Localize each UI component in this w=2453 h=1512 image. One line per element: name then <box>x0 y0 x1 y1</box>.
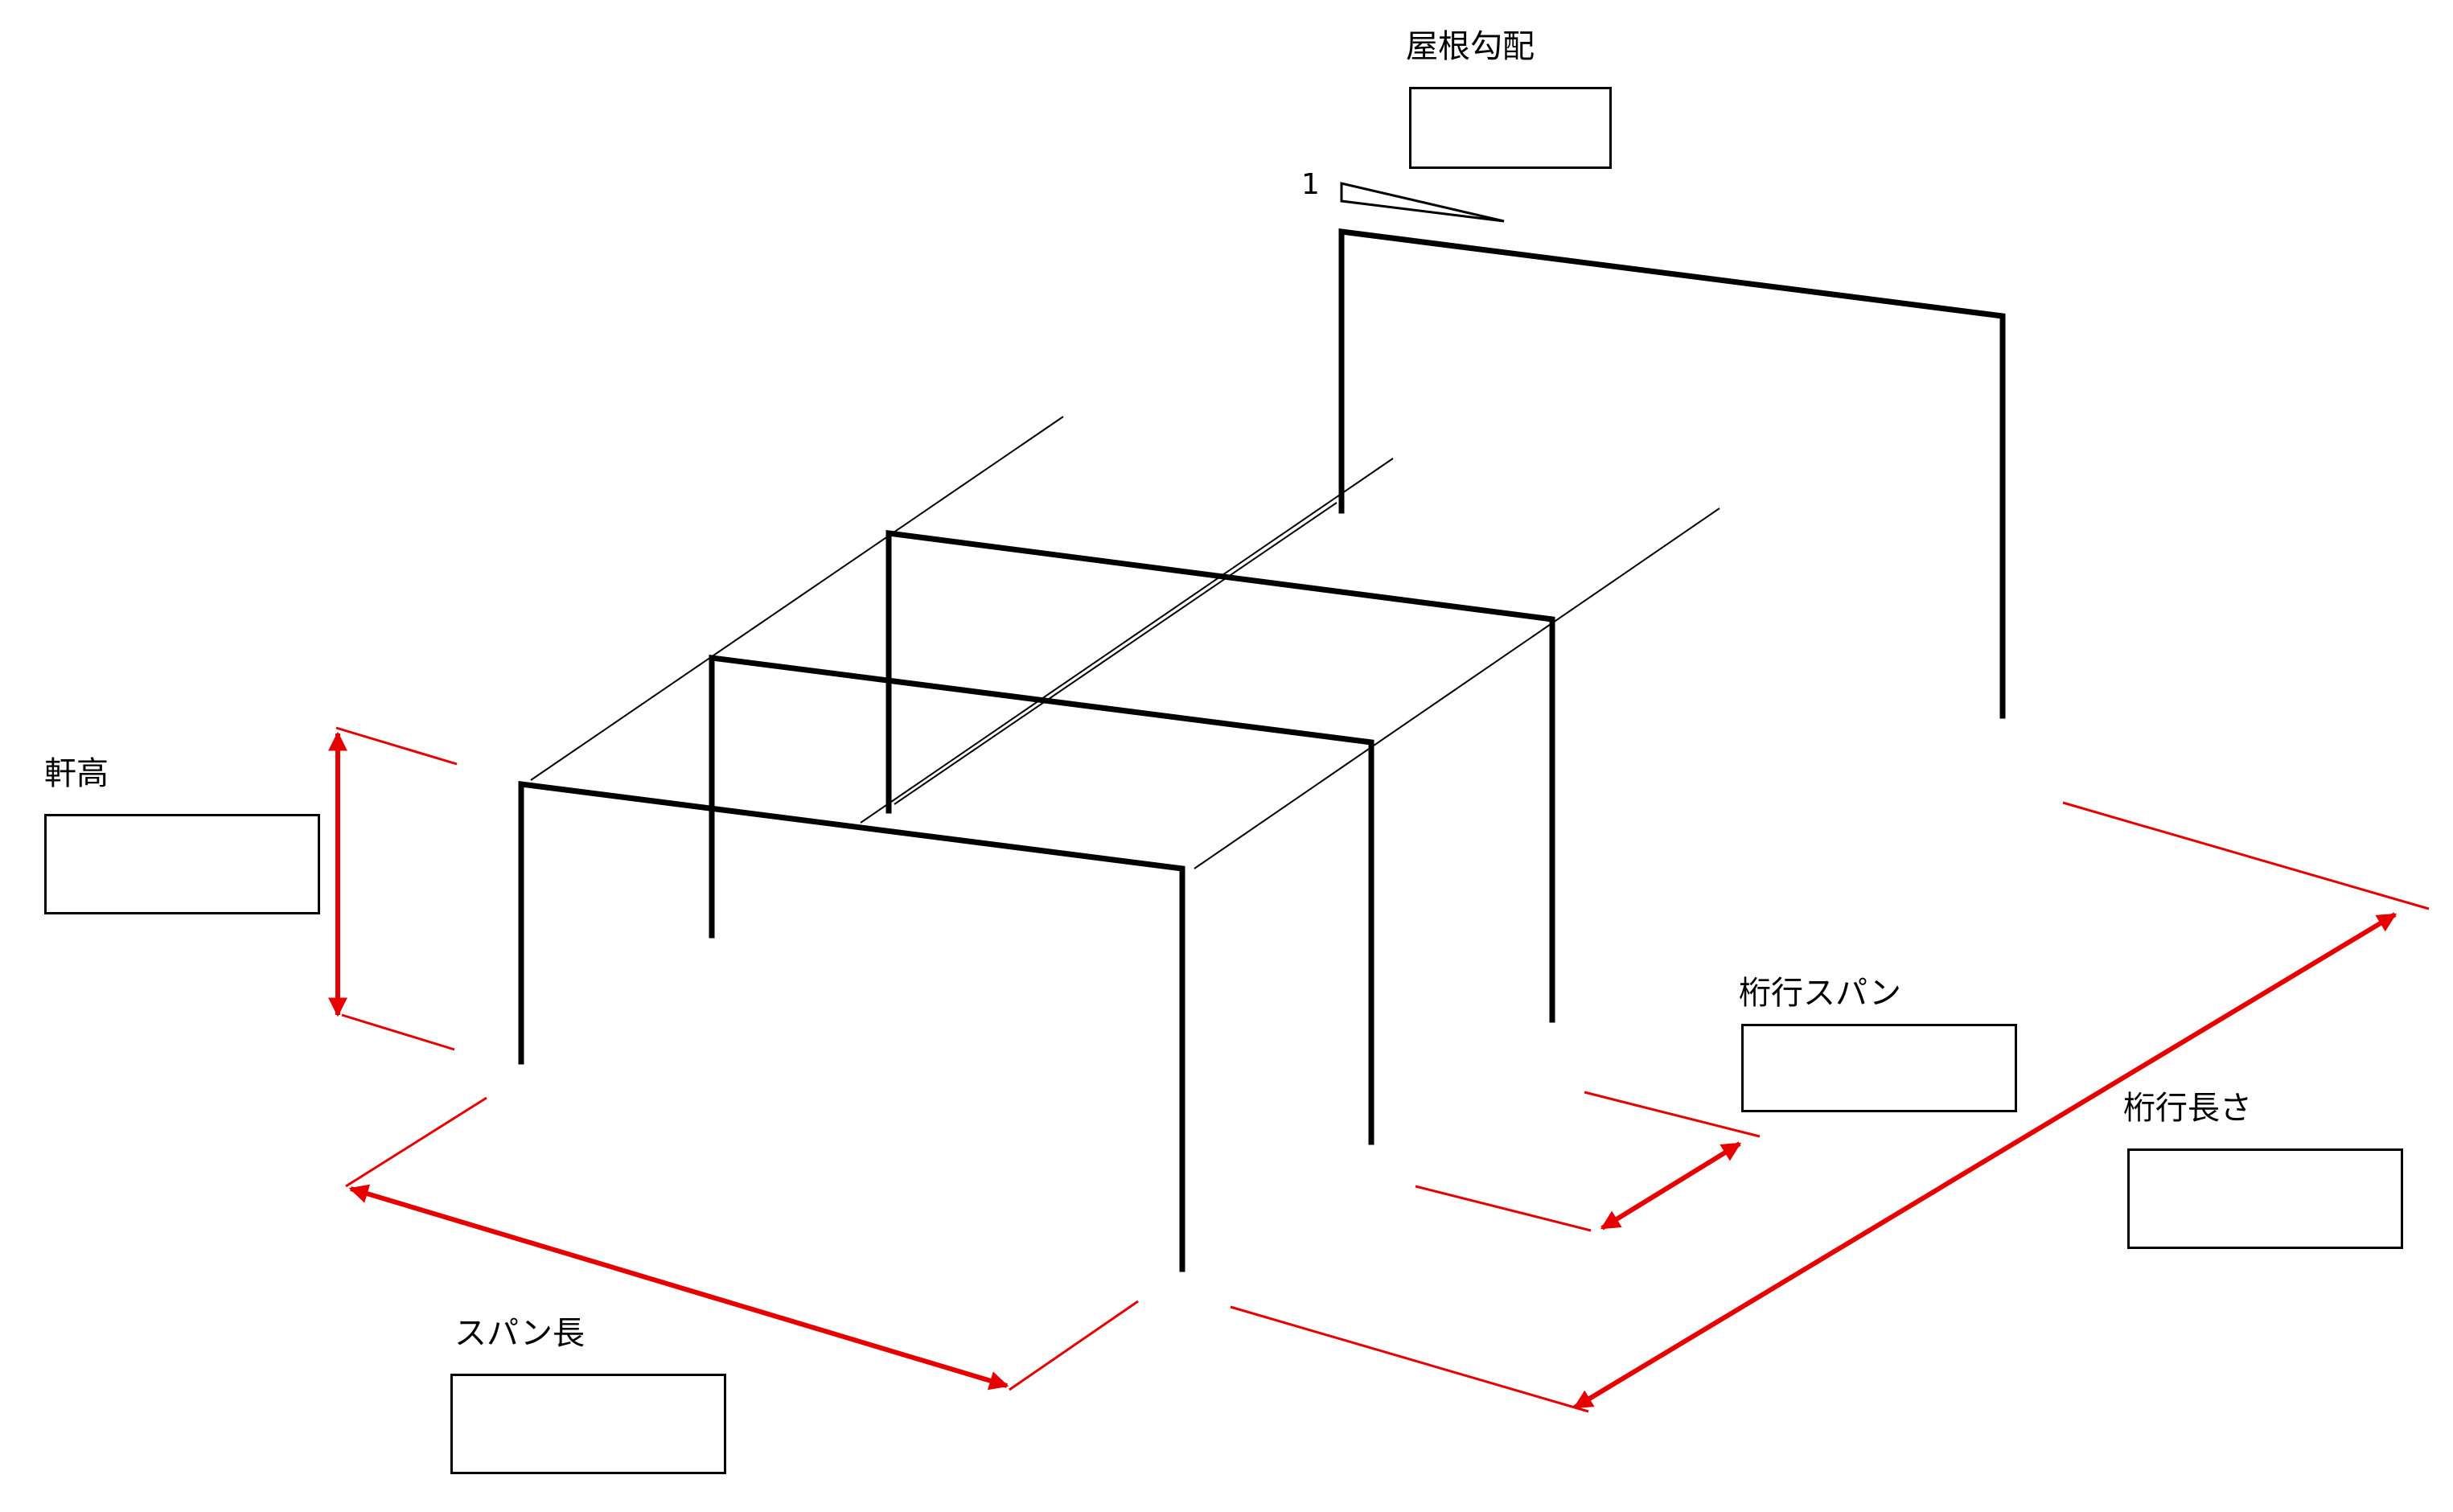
extension-line <box>1009 1300 1139 1391</box>
portal-frame-back <box>1338 228 2006 719</box>
purlin-line <box>894 502 1337 805</box>
purlin-line <box>1194 507 1720 869</box>
span-length-arrow <box>348 1184 1009 1391</box>
extension-line <box>1415 1185 1592 1232</box>
extension-line <box>2062 801 2430 910</box>
purlin-line <box>530 416 1064 781</box>
pitch-unit-label: 1 <box>1301 168 1320 201</box>
portal-frame-front <box>518 781 1185 1272</box>
bay-span-input-box[interactable] <box>1741 1024 2017 1112</box>
portal-frame-3 <box>885 530 1555 1023</box>
eave-height-input-box[interactable] <box>44 814 320 914</box>
extension-line <box>1584 1091 1761 1138</box>
extension-line <box>345 1096 487 1188</box>
roof-pitch-triangle <box>1340 182 1505 223</box>
dimension-arrows <box>328 731 2398 1410</box>
building-length-input-box[interactable] <box>2127 1148 2403 1249</box>
extension-line <box>341 1013 455 1051</box>
span-length-input-box[interactable] <box>450 1374 726 1474</box>
building-length-label: 桁行長さ <box>2123 1090 2252 1127</box>
portal-frames <box>518 228 2006 1272</box>
bay-span-arrow <box>1600 1141 1742 1231</box>
bay-span-label: 桁行スパン <box>1739 975 1901 1012</box>
roof-pitch-input-box[interactable] <box>1409 87 1612 169</box>
eave-height-label: 軒高 <box>44 755 109 792</box>
extension-line <box>335 726 458 766</box>
dimension-extension-lines <box>335 726 2430 1413</box>
roof-pitch-label: 屋根勾配 <box>1406 28 1535 65</box>
extension-line <box>1230 1305 1589 1413</box>
purlins <box>530 416 1720 869</box>
purlin-line <box>860 458 1394 824</box>
span-length-label: スパン長 <box>454 1315 585 1352</box>
portal-frame-2 <box>709 655 1374 1145</box>
building-length-arrow <box>1572 912 2398 1410</box>
